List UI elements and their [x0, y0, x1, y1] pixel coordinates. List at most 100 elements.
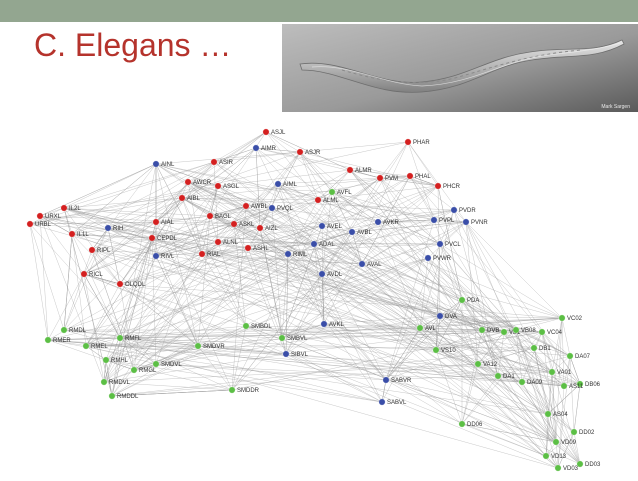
network-edge	[265, 131, 351, 171]
network-edge	[299, 141, 409, 153]
network-node: DD03	[576, 460, 601, 468]
network-node: IL1L	[68, 230, 89, 238]
node-dot	[450, 206, 458, 214]
node-label: DA07	[575, 354, 591, 360]
worm-image	[282, 24, 638, 112]
node-label: ALMR	[355, 168, 372, 174]
node-dot	[560, 382, 568, 390]
network-node: ALNL	[214, 238, 239, 246]
network-edge	[503, 331, 581, 465]
network-edge	[151, 237, 199, 347]
network-edge	[331, 191, 379, 223]
network-edge	[71, 233, 549, 415]
node-label: DVA	[445, 314, 457, 320]
network-node: RMDVL	[100, 378, 131, 386]
network-edge	[91, 249, 121, 285]
network-edge	[265, 131, 319, 201]
network-edge	[201, 215, 211, 255]
network-edge	[271, 207, 379, 223]
network-node: AVAL	[358, 260, 382, 268]
network-node: RIAL	[198, 250, 221, 258]
network-edge	[83, 273, 247, 327]
network-node: AVKL	[320, 320, 345, 328]
network-edge	[119, 255, 157, 339]
network-edge	[349, 169, 441, 245]
network-edge	[521, 381, 565, 387]
network-node: AVBL	[348, 228, 373, 236]
node-dot	[458, 296, 466, 304]
network-edges	[29, 131, 581, 469]
node-label: IL2L	[69, 206, 81, 212]
network-edge	[287, 225, 323, 255]
node-dot	[554, 464, 562, 472]
network-node: PVPL	[430, 216, 455, 224]
network-edge	[323, 323, 557, 443]
node-label: SMDDR	[237, 388, 260, 394]
network-node: ASGL	[214, 182, 240, 190]
network-edge	[247, 247, 571, 357]
network-edge	[277, 183, 325, 325]
network-edge	[439, 315, 543, 333]
network-edge	[331, 191, 435, 221]
node-dot	[328, 188, 336, 196]
network-edge	[105, 257, 429, 361]
node-dot	[314, 196, 322, 204]
network-edge	[515, 317, 563, 331]
network-node: VD09	[552, 438, 577, 446]
node-label: PVPL	[439, 218, 455, 224]
network-edge	[107, 221, 157, 229]
node-dot	[256, 224, 264, 232]
node-label: DA1	[503, 374, 515, 380]
network-edge	[321, 273, 421, 329]
node-dot	[278, 334, 286, 342]
network-edge	[111, 337, 121, 397]
network-edge	[85, 337, 121, 347]
network-edge	[361, 219, 435, 265]
node-dot	[436, 240, 444, 248]
network-edge	[561, 317, 565, 387]
node-dot	[406, 172, 414, 180]
network-edge	[255, 147, 439, 187]
network-edge	[103, 247, 249, 383]
node-label: PVNR	[471, 220, 488, 226]
network-edge	[83, 197, 183, 275]
network-edge	[407, 141, 435, 221]
network-edge	[299, 151, 439, 187]
network-node: PVQL	[268, 204, 294, 212]
network-edge	[103, 255, 157, 383]
network-edge	[39, 163, 157, 217]
network-edge	[427, 257, 565, 387]
network-edge	[551, 355, 571, 373]
node-dot	[284, 250, 292, 258]
network-edge	[461, 299, 523, 383]
network-edge	[119, 225, 323, 285]
network-edge	[435, 331, 543, 351]
network-node: VS10	[432, 346, 456, 354]
network-edge	[209, 205, 247, 217]
network-edge	[119, 327, 421, 339]
network-edge	[71, 163, 157, 235]
network-edge	[381, 327, 421, 403]
node-dot	[348, 228, 356, 236]
network-edge	[39, 215, 105, 383]
network-node: SMDVL	[152, 360, 182, 368]
network-edge	[39, 215, 235, 225]
network-node: IL2L	[60, 204, 81, 212]
network-edge	[331, 169, 351, 193]
network-edge	[379, 177, 523, 383]
node-label: SMBVL	[287, 336, 308, 342]
node-label: VC04	[547, 330, 563, 336]
network-edge	[197, 215, 211, 347]
network-edge	[111, 389, 233, 397]
network-node: AVKR	[374, 218, 400, 226]
network-edge	[29, 223, 49, 341]
node-label: SABVR	[391, 378, 412, 384]
network-edge	[477, 347, 535, 365]
network-edge	[299, 151, 363, 265]
network-edge	[103, 185, 219, 383]
node-label: ASJR	[305, 150, 321, 156]
network-edge	[323, 323, 483, 331]
network-edge	[231, 205, 247, 391]
node-dot	[68, 230, 76, 238]
